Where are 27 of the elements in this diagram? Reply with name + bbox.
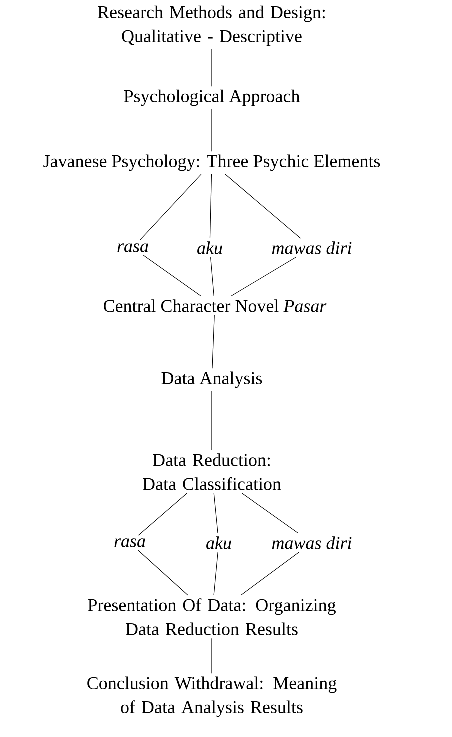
connector-line: [138, 550, 188, 596]
element-text: aku: [198, 242, 222, 254]
connector-line: [138, 493, 188, 536]
connector-line: [140, 174, 202, 241]
element-text: rasa: [114, 538, 146, 548]
element-text: rasa: [118, 244, 148, 252]
connector-line: [230, 257, 296, 297]
step-text: Central Character Novel Pasar: [104, 300, 327, 312]
connector-line: [242, 493, 299, 534]
connector-line: [214, 493, 218, 534]
heading-text: Research Methods and Design: Qualitative - Descriptive: [98, 6, 325, 46]
connector-line: [143, 255, 202, 297]
step-text: Data Reduction: Data Classification: [143, 454, 282, 490]
connector-line: [240, 552, 300, 596]
step-text: Presentation Of Data: Organizing Data Reduction Results: [88, 598, 336, 636]
step-text: Javanese Psychology: Three Psychic Elements: [44, 154, 380, 172]
step-text: Data Analysis: [162, 372, 262, 388]
connector-line: [210, 257, 214, 297]
element-text: aku: [206, 536, 232, 550]
connector-line: [214, 552, 218, 596]
step-text: Conclusion Withdrawal: Meaning of Data Analysis Results: [88, 676, 337, 718]
connector-line: [212, 315, 215, 369]
connector-line: [210, 174, 212, 239]
element-text: mawas diri: [272, 536, 352, 550]
step-text: Psychological Approach: [124, 90, 300, 106]
connector-line: [225, 174, 302, 239]
element-text: mawas diri: [272, 242, 352, 254]
